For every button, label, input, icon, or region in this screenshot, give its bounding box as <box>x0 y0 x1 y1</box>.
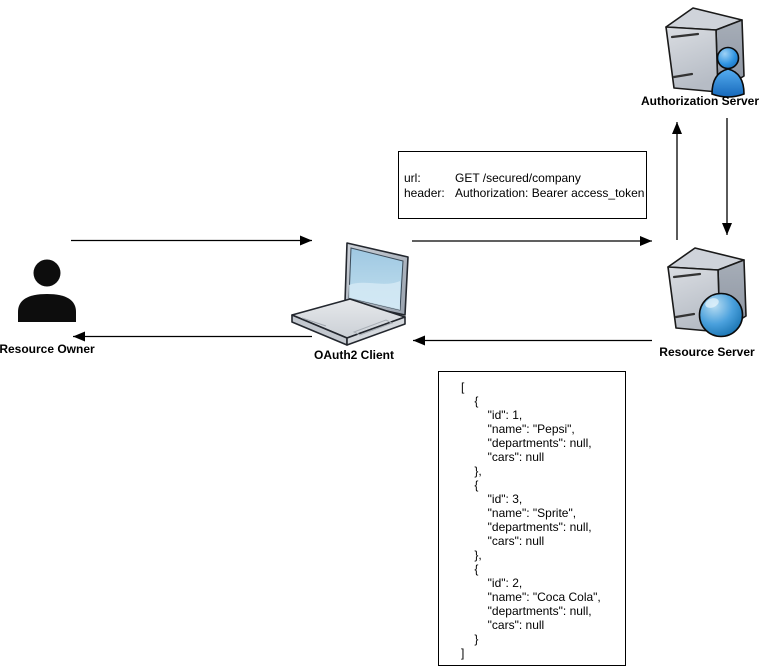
request-header-row: header: Authorization: Bearer access_tok… <box>404 186 644 201</box>
authorization-server-label: Authorization Server <box>640 94 759 108</box>
request-header-label: header: <box>404 186 445 200</box>
request-url-value: GET /secured/company <box>455 171 581 185</box>
request-details-box: url: GET /secured/company header: Author… <box>398 151 647 219</box>
resource-owner-label: Resource Owner <box>0 342 95 356</box>
person-silhouette-icon <box>18 259 76 322</box>
resource-server-label: Resource Server <box>659 345 755 359</box>
request-url-row: url: GET /secured/company <box>404 171 644 186</box>
json-response-box: [ { "id": 1, "name": "Pepsi", "departmen… <box>438 371 626 666</box>
server-user-icon <box>665 7 745 98</box>
json-response-text: [ { "id": 1, "name": "Pepsi", "departmen… <box>461 380 601 660</box>
laptop-icon <box>291 242 409 346</box>
server-globe-icon <box>667 247 747 338</box>
oauth2-client-label: OAuth2 Client <box>314 348 394 362</box>
request-url-label: url: <box>404 171 421 185</box>
request-header-value: Authorization: Bearer access_token <box>455 186 645 200</box>
